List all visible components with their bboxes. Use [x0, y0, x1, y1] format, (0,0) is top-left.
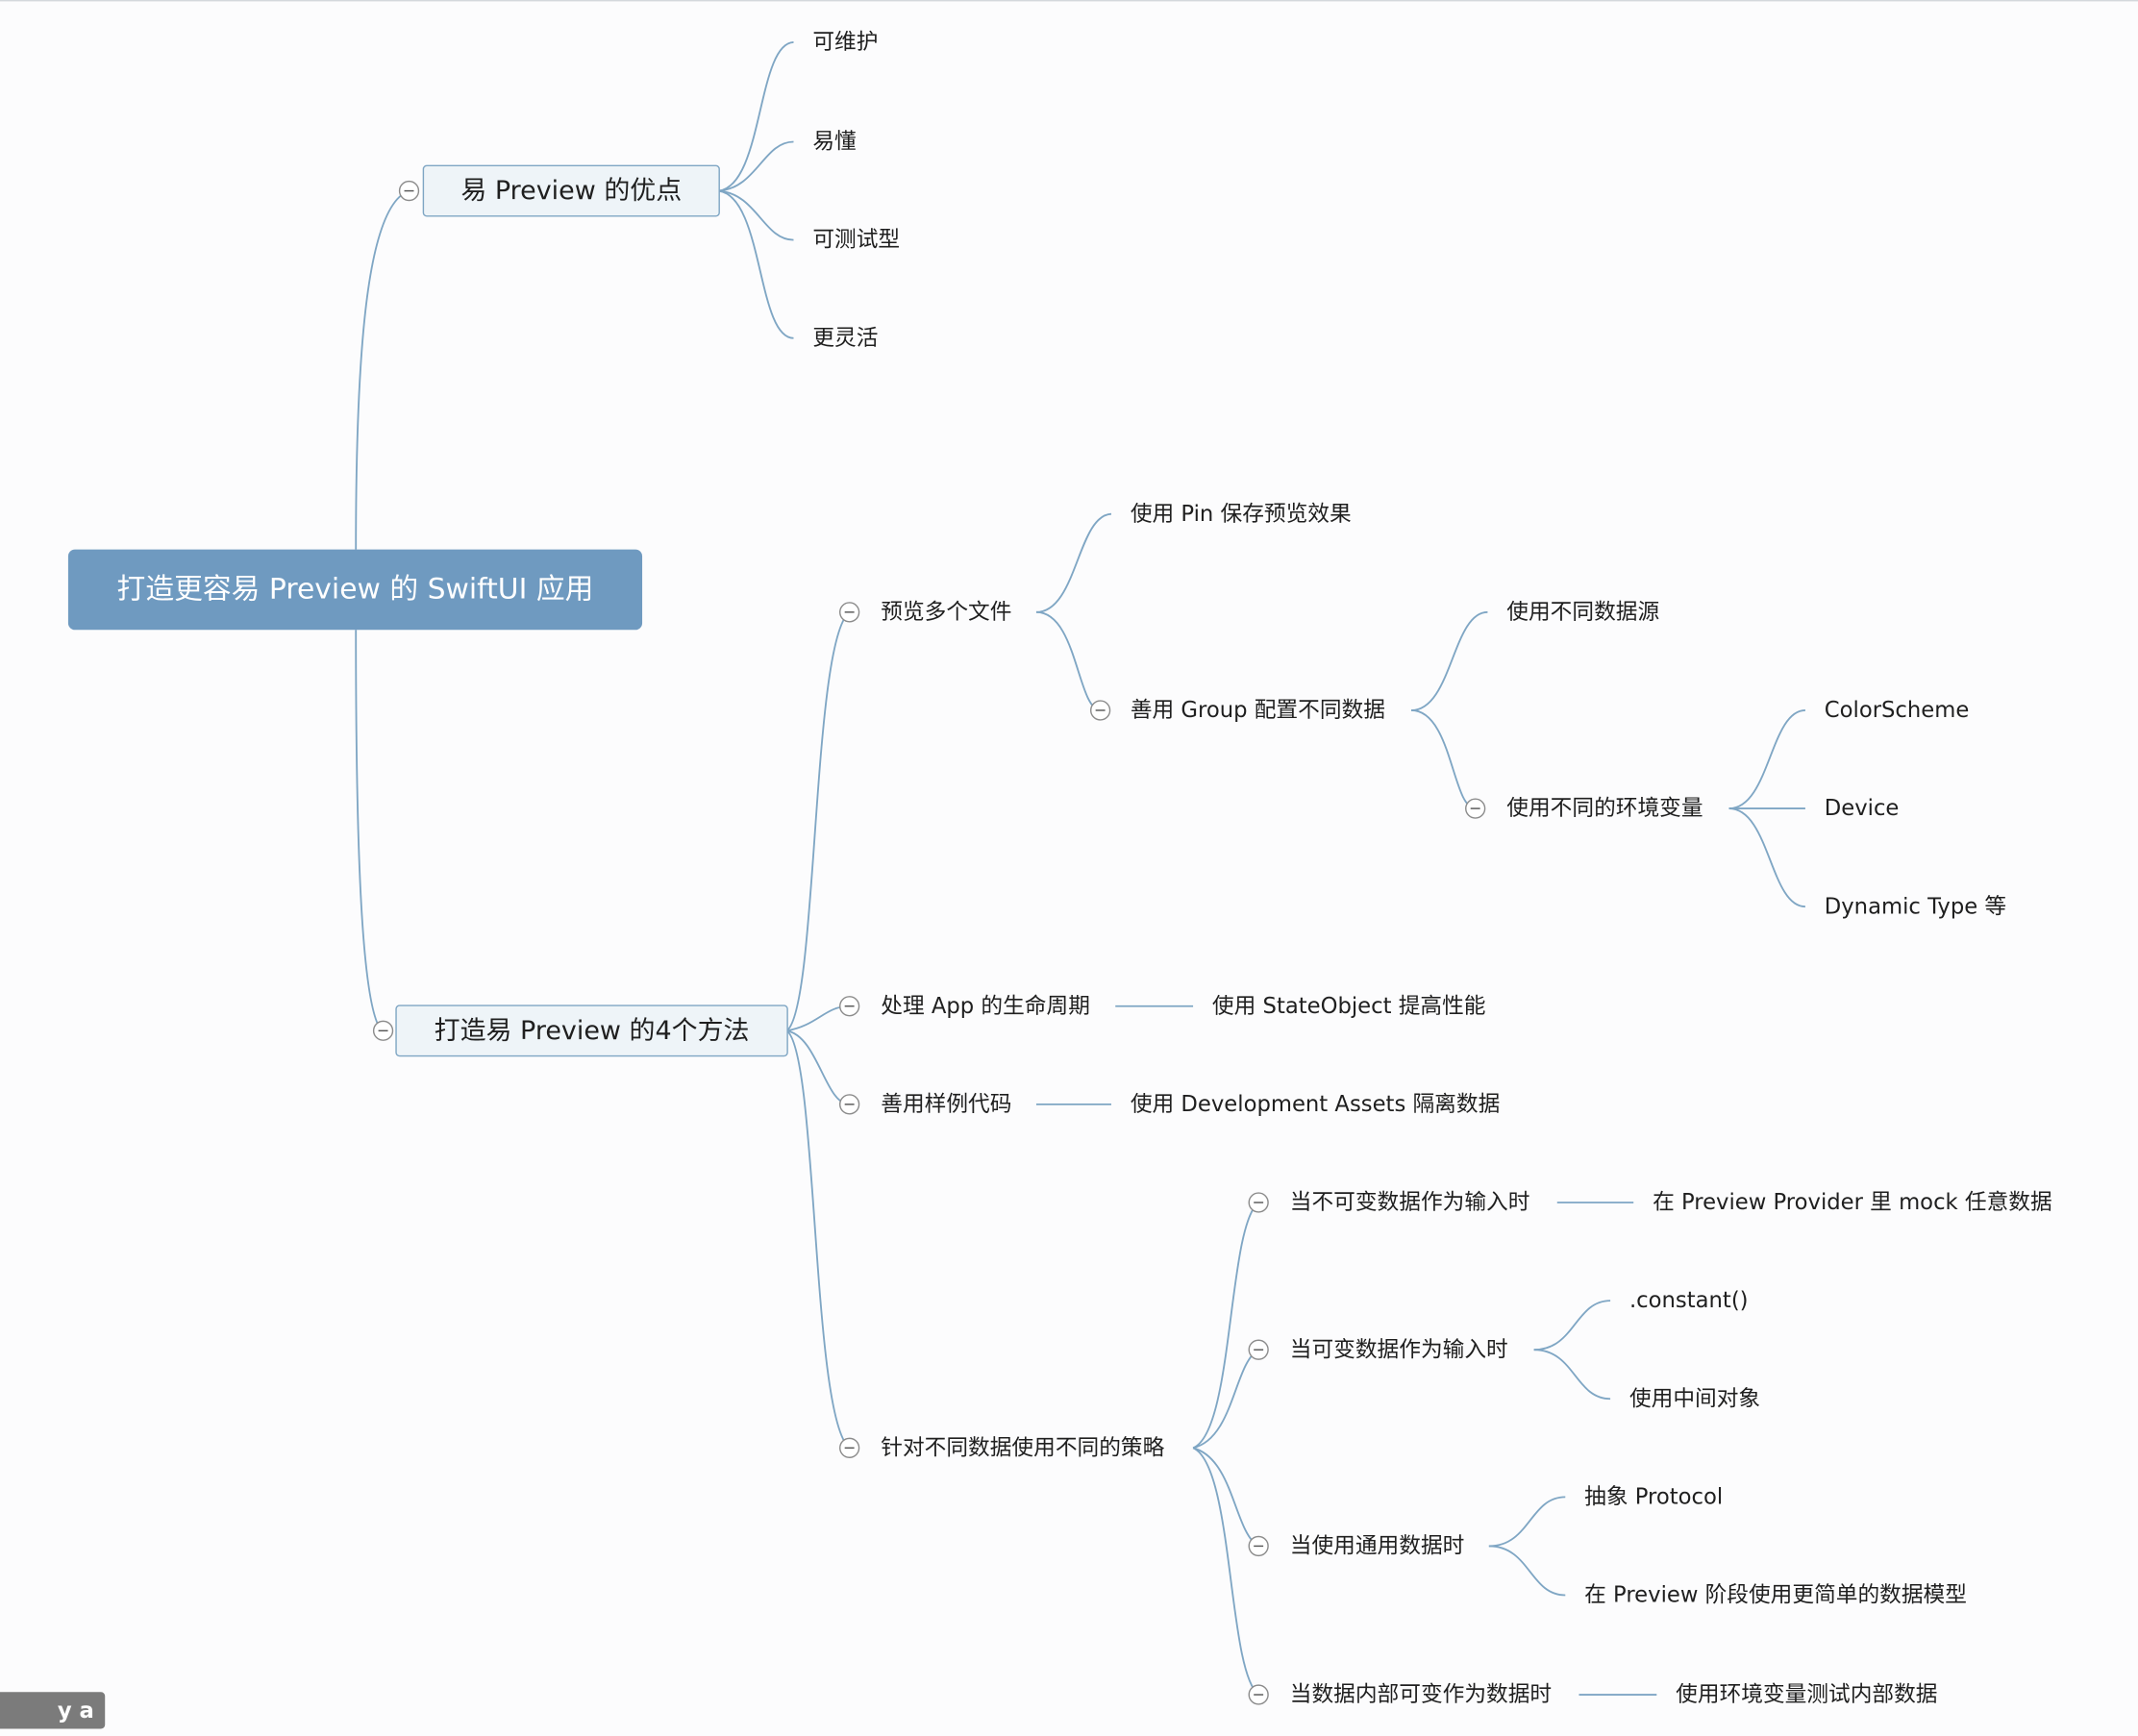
leaf-testable[interactable]: 可测试型 — [812, 226, 901, 253]
method-app-lifecycle[interactable]: 处理 App 的生命周期 — [881, 992, 1090, 1019]
link-b2-m1 — [785, 611, 851, 1032]
link-s2-c2 — [1533, 1349, 1611, 1401]
link-env-c3 — [1728, 807, 1805, 908]
link-b2-m4 — [785, 1029, 851, 1450]
menu-hint-badge[interactable]: y a menu — [0, 1692, 106, 1729]
collapse-s1-button[interactable] — [1248, 1192, 1269, 1213]
strategy-generic-data[interactable]: 当使用通用数据时 — [1289, 1532, 1465, 1559]
leaf-use-pin[interactable]: 使用 Pin 保存预览效果 — [1130, 500, 1352, 527]
strategy-immutable-input[interactable]: 当不可变数据作为输入时 — [1289, 1188, 1530, 1215]
link-b1-leaf2 — [718, 140, 794, 192]
collapse-env-button[interactable] — [1465, 798, 1486, 819]
link-m4-s1 — [1192, 1202, 1259, 1450]
leaf-mock-data[interactable]: 在 Preview Provider 里 mock 任意数据 — [1653, 1188, 2052, 1215]
link-b1-leaf1 — [718, 41, 794, 192]
collapse-group-button[interactable] — [1089, 700, 1111, 721]
topic-env-variables[interactable]: 使用不同的环境变量 — [1506, 794, 1703, 821]
leaf-maintainable[interactable]: 可维护 — [812, 28, 879, 55]
method-data-strategies[interactable]: 针对不同数据使用不同的策略 — [881, 1434, 1165, 1461]
link-s3-c1 — [1488, 1496, 1566, 1548]
leaf-env-test-internal[interactable]: 使用环境变量测试内部数据 — [1676, 1680, 1938, 1707]
link-m4-s2 — [1192, 1349, 1259, 1450]
leaf-abstract-protocol[interactable]: 抽象 Protocol — [1584, 1483, 1724, 1510]
collapse-branch2-button[interactable] — [372, 1020, 394, 1041]
link-root-branch2 — [355, 630, 383, 1031]
collapse-s4-button[interactable] — [1248, 1684, 1269, 1705]
leaf-different-source[interactable]: 使用不同数据源 — [1506, 598, 1660, 625]
branch-four-methods[interactable]: 打造易 Preview 的4个方法 — [395, 1004, 788, 1057]
leaf-dynamic-type[interactable]: Dynamic Type 等 — [1824, 893, 2007, 919]
link-b2-m3 — [786, 1029, 850, 1105]
top-border — [0, 0, 2138, 2]
leaf-stateobject[interactable]: 使用 StateObject 提高性能 — [1211, 992, 1486, 1019]
collapse-branch1-button[interactable] — [398, 180, 420, 202]
root-topic[interactable]: 打造更容易 Preview 的 SwiftUI 应用 — [67, 549, 643, 631]
strategy-mutable-input[interactable]: 当可变数据作为输入时 — [1289, 1336, 1508, 1362]
leaf-understandable[interactable]: 易懂 — [812, 128, 857, 155]
collapse-s2-button[interactable] — [1248, 1339, 1269, 1360]
link-b1-leaf3 — [718, 189, 794, 241]
collapse-m2-button[interactable] — [839, 996, 860, 1017]
collapse-m3-button[interactable] — [839, 1094, 860, 1115]
link-m4-s4 — [1192, 1447, 1259, 1696]
method-sample-code[interactable]: 善用样例代码 — [881, 1090, 1012, 1117]
leaf-constant[interactable]: .constant() — [1628, 1286, 1749, 1313]
method-preview-files[interactable]: 预览多个文件 — [881, 598, 1012, 625]
link-env-c1 — [1728, 709, 1805, 810]
link-s2-c1 — [1533, 1300, 1611, 1352]
link-b1-leaf4 — [718, 189, 794, 339]
leaf-intermediate-object[interactable]: 使用中间对象 — [1628, 1385, 1761, 1412]
collapse-s3-button[interactable] — [1248, 1535, 1269, 1557]
link-m1-pin — [1035, 512, 1112, 613]
collapse-m4-button[interactable] — [839, 1437, 860, 1458]
link-s3-c2 — [1488, 1545, 1566, 1597]
link-m4-s3 — [1192, 1447, 1259, 1548]
link-root-branch1 — [355, 189, 410, 550]
leaf-flexible[interactable]: 更灵活 — [812, 324, 879, 351]
link-group-source — [1410, 610, 1488, 711]
leaf-development-assets[interactable]: 使用 Development Assets 隔离数据 — [1130, 1090, 1501, 1117]
link-m1-group — [1035, 610, 1101, 711]
link-group-env — [1410, 709, 1476, 810]
leaf-device[interactable]: Device — [1824, 794, 1900, 821]
strategy-internal-mutable[interactable]: 当数据内部可变作为数据时 — [1289, 1680, 1553, 1707]
branch-advantages[interactable]: 易 Preview 的优点 — [422, 164, 720, 217]
leaf-colorscheme[interactable]: ColorScheme — [1824, 696, 1970, 723]
collapse-m1-button[interactable] — [839, 602, 860, 623]
topic-use-group[interactable]: 善用 Group 配置不同数据 — [1130, 696, 1385, 723]
leaf-simpler-model[interactable]: 在 Preview 阶段使用更简单的数据模型 — [1584, 1581, 1967, 1608]
